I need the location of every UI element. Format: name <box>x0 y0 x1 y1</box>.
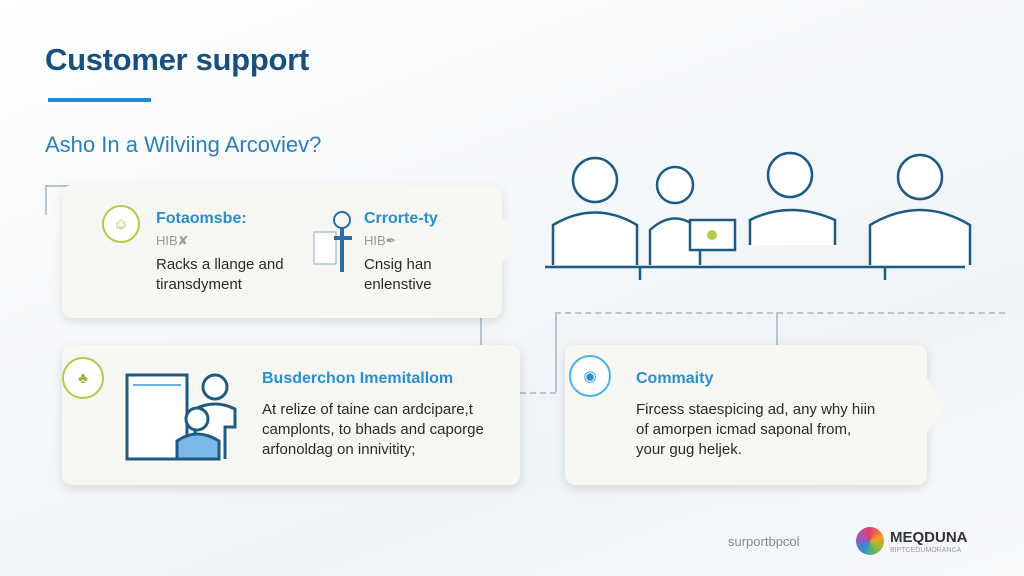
page-subtitle: Asho In a Wilviing Arcoviev? <box>45 132 322 157</box>
card-body: Fircess staespicing ad, any why hiin of … <box>636 400 875 460</box>
footer-text: surportbpcol <box>728 534 800 549</box>
community-icon: ◉ <box>569 355 611 397</box>
card-body-line: camplonts, to bhads and caporge <box>262 421 484 438</box>
card-title: Fotaomsbe: <box>156 210 247 227</box>
card-body-line: enlenstive <box>364 276 432 293</box>
plant-icon: ♣ <box>62 357 104 399</box>
card-body: At relize of taine can ardcipare,t campl… <box>262 400 484 460</box>
connector-line <box>45 185 47 215</box>
card-body: Cnsig han enlenstive <box>364 255 432 295</box>
connector-dashed <box>520 392 556 394</box>
card-arrow <box>926 376 944 436</box>
card-body-line: of amorpen icmad saponal from, <box>636 421 852 438</box>
connector-dashed <box>555 312 1005 314</box>
support-icon: ☺ <box>102 205 140 243</box>
card-body-line: Fircess staespicing ad, any why hiin <box>636 401 876 418</box>
feature-card-top <box>62 185 502 318</box>
person-board-icon <box>313 211 352 272</box>
brand-tagline: BIPTCEDUMORANCA <box>890 547 962 554</box>
feature-card-community <box>565 345 927 485</box>
card-body-line: arfonoldag on innivitity; <box>262 441 416 458</box>
brand-logo-icon <box>856 527 884 555</box>
card-title: Commaity <box>636 370 714 387</box>
support-desk-illustration <box>125 373 237 461</box>
brand-name: MEQDUNA <box>890 529 968 546</box>
card-body: Racks a llange and tiransdyment <box>156 255 284 295</box>
card-body-line: Cnsig han <box>364 256 432 273</box>
card-body-line: Racks a llange and <box>156 256 284 273</box>
connector-line <box>480 300 482 345</box>
card-arrow <box>500 214 518 266</box>
card-tag: HIB✘ <box>156 233 189 248</box>
card-tag: HIB✒ <box>364 233 397 248</box>
card-title: Busderchon Imemitallom <box>262 370 454 387</box>
page-title: Customer support <box>45 42 309 77</box>
title-underline <box>48 98 151 102</box>
support-team-illustration <box>545 151 972 280</box>
connector-line <box>555 312 557 392</box>
connector-line <box>776 312 778 352</box>
card-title: Crrorte-ty <box>364 210 438 227</box>
connector-line <box>45 185 75 187</box>
card-body-line: tiransdyment <box>156 276 242 293</box>
card-body-line: At relize of taine can ardcipare,t <box>262 401 473 418</box>
card-body-line: your gug heljek. <box>636 441 742 458</box>
